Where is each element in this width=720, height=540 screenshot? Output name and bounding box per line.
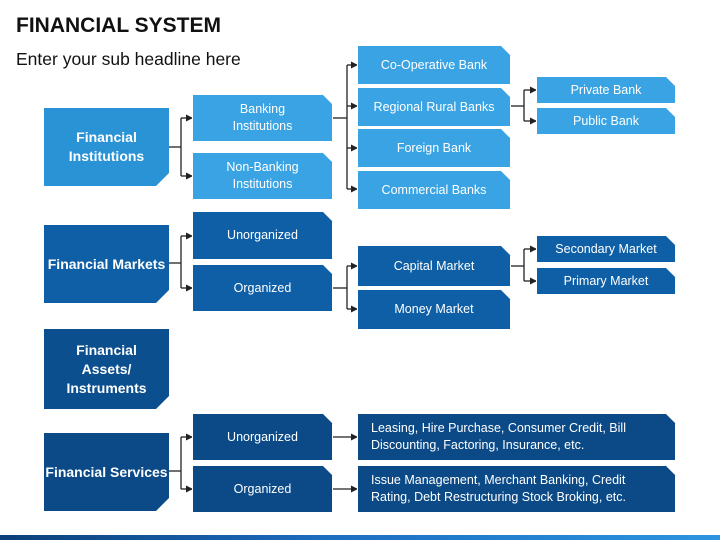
node-non-banking-institutions: Non-Banking Institutions [192, 152, 333, 200]
node-banking-institutions: Banking Institutions [192, 94, 333, 142]
category-financial-assets: Financial Assets/ Instruments [44, 329, 169, 409]
node-foreign-bank: Foreign Bank [357, 128, 511, 168]
category-financial-markets: Financial Markets [44, 225, 169, 303]
node-unorganized-services-detail: Leasing, Hire Purchase, Consumer Credit,… [357, 413, 676, 461]
node-primary-market: Primary Market [536, 267, 676, 295]
node-private-bank: Private Bank [536, 76, 676, 104]
node-commercial-banks: Commercial Banks [357, 170, 511, 210]
node-secondary-market: Secondary Market [536, 235, 676, 263]
page-subtitle: Enter your sub headline here [16, 49, 241, 69]
category-financial-institutions: Financial Institutions [44, 108, 169, 186]
footer-accent-bar [0, 535, 720, 540]
node-organized-services-detail: Issue Management, Merchant Banking, Cred… [357, 465, 676, 513]
page-title: FINANCIAL SYSTEM [16, 14, 221, 37]
node-regional-rural-banks: Regional Rural Banks [357, 87, 511, 127]
node-public-bank: Public Bank [536, 107, 676, 135]
category-financial-services: Financial Services [44, 433, 169, 511]
node-capital-market: Capital Market [357, 245, 511, 287]
node-markets-unorganized: Unorganized [192, 211, 333, 260]
node-services-organized: Organized [192, 465, 333, 513]
node-money-market: Money Market [357, 289, 511, 330]
node-markets-organized: Organized [192, 264, 333, 312]
node-co-operative-bank: Co-Operative Bank [357, 45, 511, 85]
node-services-unorganized: Unorganized [192, 413, 333, 461]
